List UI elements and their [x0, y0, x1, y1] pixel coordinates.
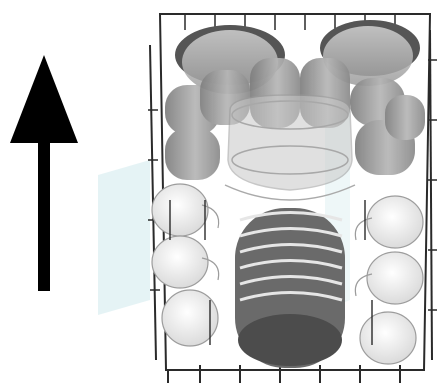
rack-tines: [165, 200, 425, 371]
wine-glass: [224, 94, 356, 201]
cups-right: [354, 195, 424, 365]
arrow-up-icon: [10, 55, 78, 291]
plate-stack: [235, 208, 345, 368]
cups-left: [151, 183, 220, 347]
